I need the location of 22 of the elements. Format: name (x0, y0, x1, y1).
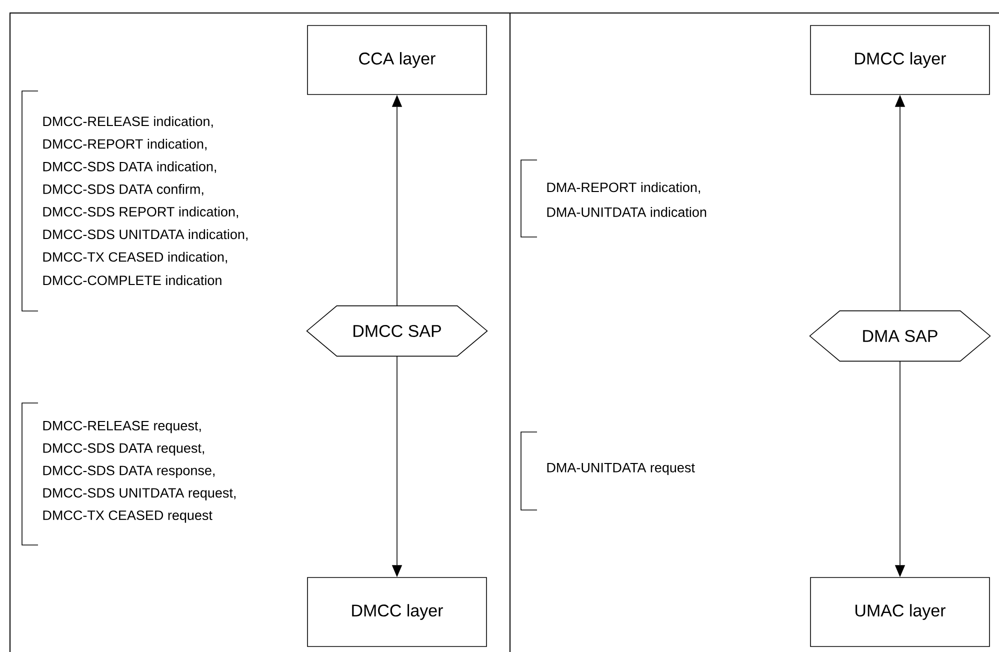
primitive-label: DMCC-TX CEASED request (43, 510, 212, 523)
primitive-label: DMCC-RELEASE indication, (43, 116, 213, 128)
primitive-label: DMCC-SDS REPORT indication, (43, 206, 238, 218)
primitive-label: DMCC-SDS DATA indication, (43, 161, 216, 173)
primitive-label: DMCC-COMPLETE indication (43, 275, 222, 286)
primitive-label: DMA-REPORT indication, (547, 182, 700, 194)
layer-box: UMAC layer (810, 577, 990, 647)
primitive-label: DMCC-SDS DATA request, (43, 443, 204, 456)
primitive-label: DMA-UNITDATA request (547, 462, 695, 476)
primitive-label: DMCC-REPORT indication, (43, 138, 206, 150)
sap-hexagon: DMCC SAP (306, 305, 488, 357)
layer-box: CCA layer (307, 25, 487, 95)
primitive-label: DMA-UNITDATA indication (547, 207, 706, 217)
primitive-label: DMCC-SDS UNITDATA indication, (43, 229, 248, 241)
layer-box: DMCC layer (810, 25, 990, 95)
primitive-label: DMCC-SDS DATA confirm, (43, 184, 204, 196)
primitive-label: DMCC-SDS DATA response, (43, 466, 214, 478)
sap-hexagon: DMA SAP (809, 310, 991, 362)
layer-box: DMCC layer (307, 577, 487, 647)
primitive-label: DMCC-RELEASE request, (43, 420, 201, 434)
primitive-label: DMCC-SDS UNITDATA request, (43, 488, 236, 500)
primitive-label: DMCC-TX CEASED indication, (43, 252, 227, 264)
